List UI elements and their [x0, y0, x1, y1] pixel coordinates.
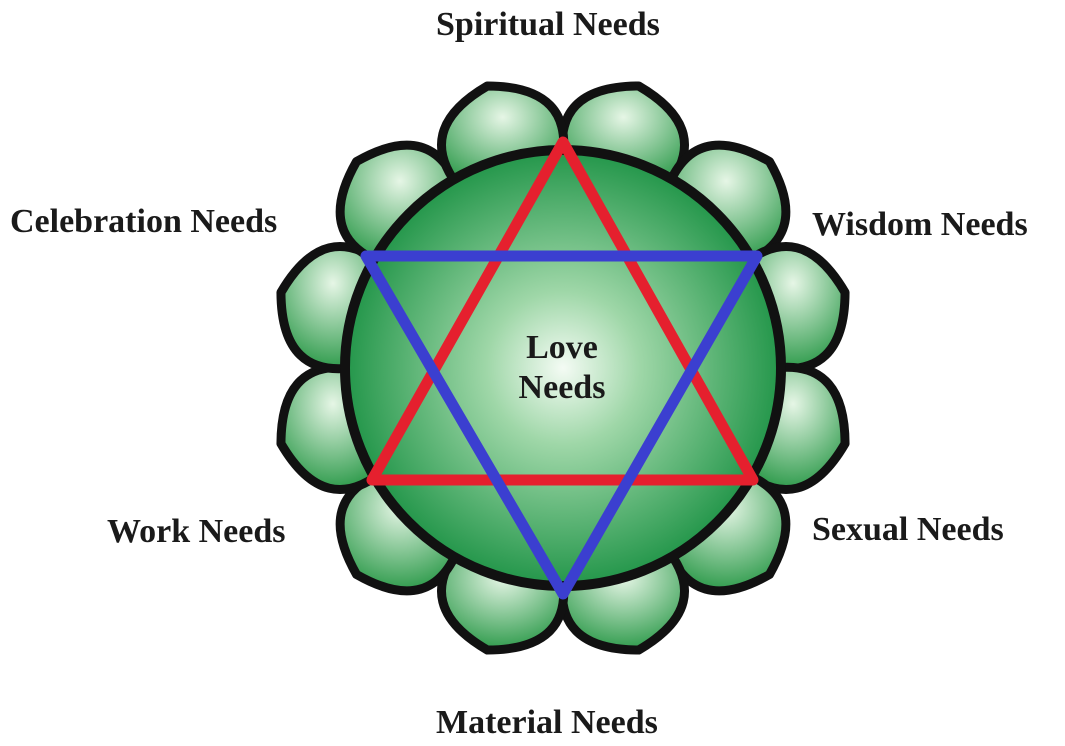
label-celebration-needs: Celebration Needs	[10, 205, 277, 239]
center-label: Love Needs	[462, 328, 662, 408]
label-wisdom-needs: Wisdom Needs	[812, 208, 1028, 242]
center-label-line1: Love	[462, 328, 662, 368]
label-sexual-needs: Sexual Needs	[812, 513, 1004, 547]
label-spiritual-needs: Spiritual Needs	[436, 8, 660, 42]
center-label-line2: Needs	[462, 368, 662, 408]
label-work-needs: Work Needs	[107, 515, 286, 549]
label-material-needs: Material Needs	[436, 706, 658, 740]
